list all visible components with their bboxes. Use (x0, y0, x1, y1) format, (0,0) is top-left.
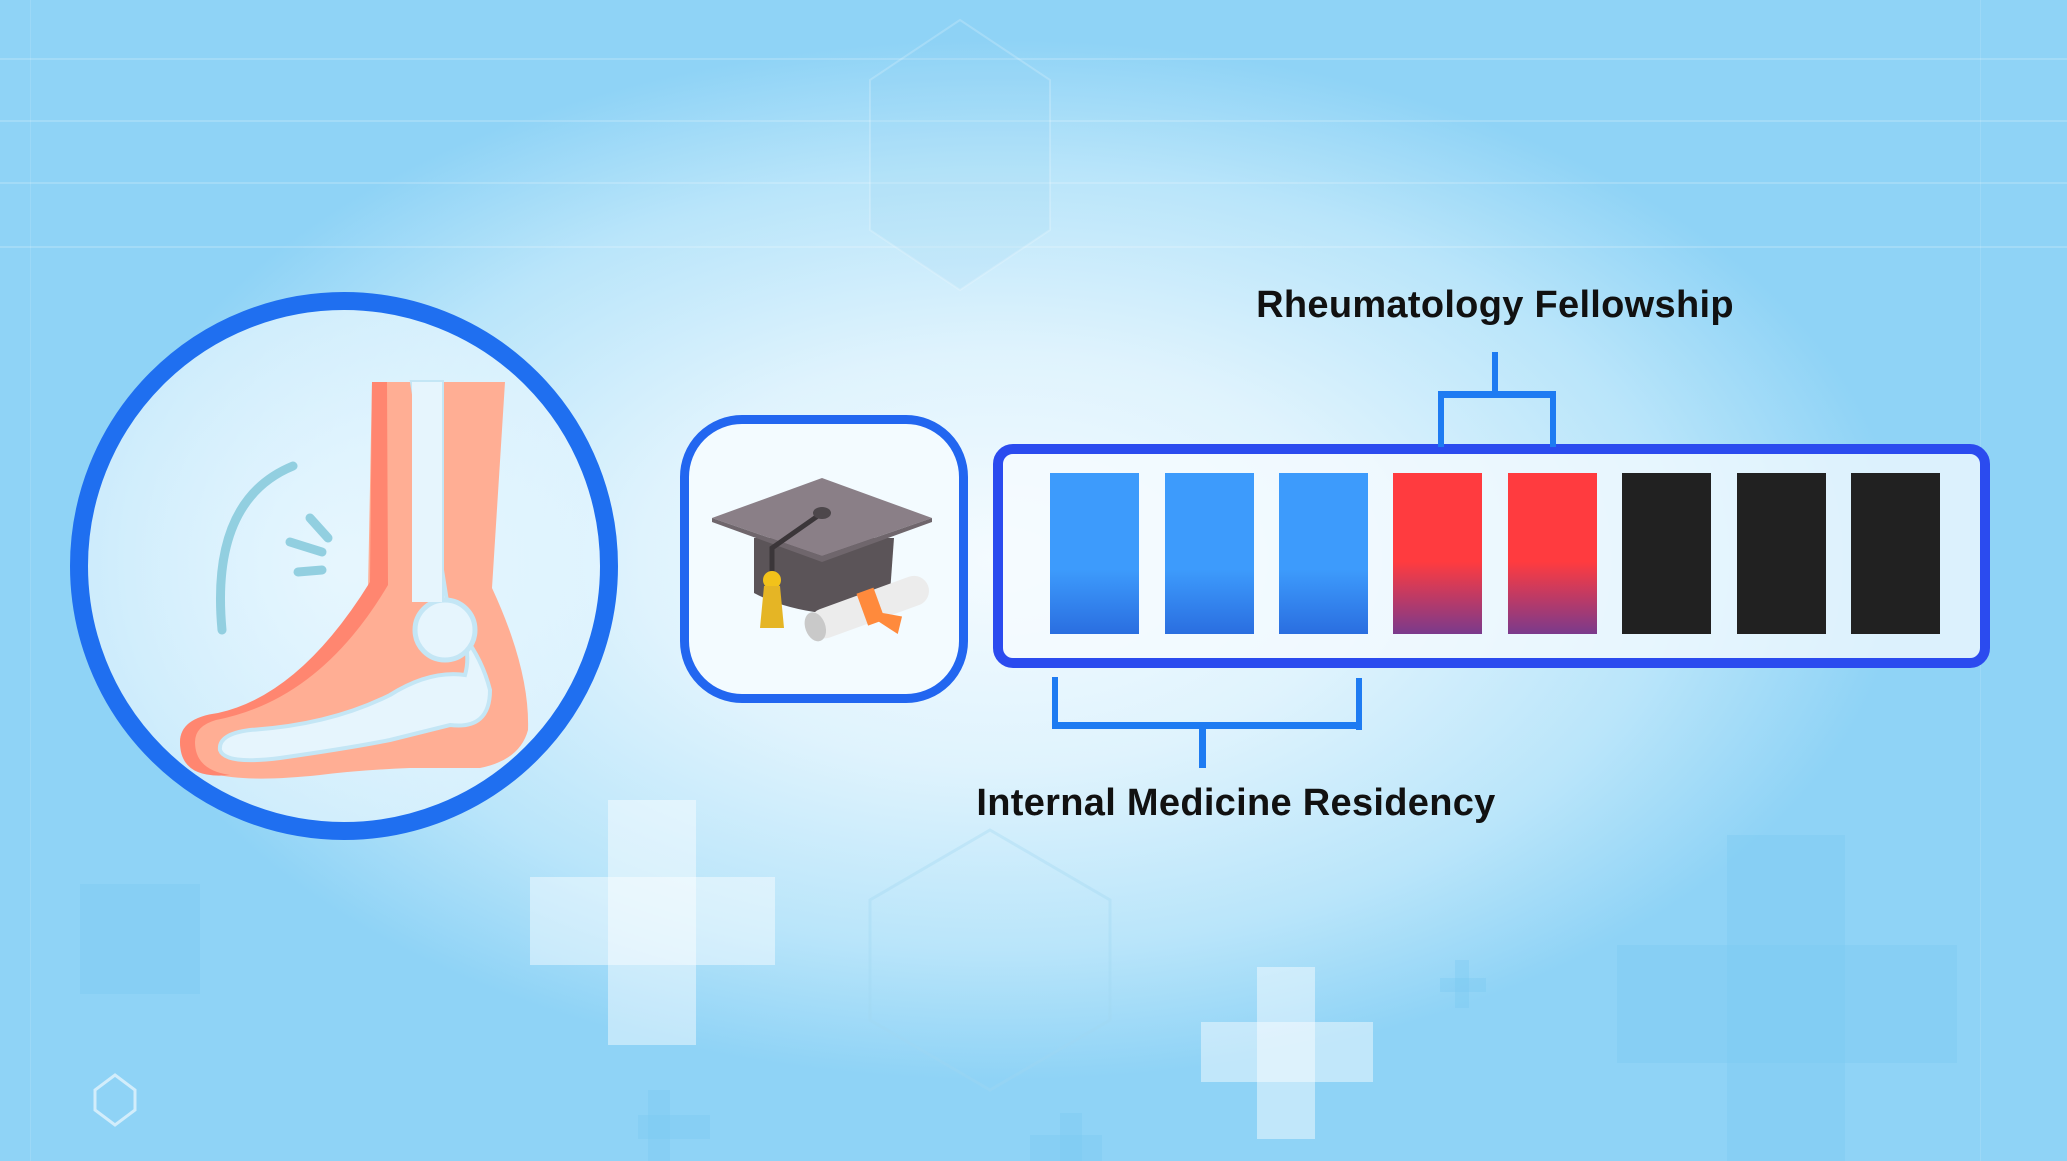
fellowship-bracket-right (1550, 391, 1556, 447)
fellowship-bracket-left (1438, 391, 1444, 447)
residency-bracket-left (1052, 677, 1058, 729)
grid-line (0, 120, 2067, 122)
timeline-segment-fellowship (1393, 473, 1482, 634)
timeline-segment-remaining (1737, 473, 1826, 634)
residency-bracket-right (1356, 678, 1362, 730)
cross-decoration (1201, 1022, 1373, 1082)
residency-bracket-stem (1199, 726, 1206, 768)
cross-decoration (1455, 960, 1469, 1008)
cross-decoration (1257, 967, 1315, 1139)
residency-label: Internal Medicine Residency (976, 782, 1496, 824)
grid-line (30, 0, 31, 1161)
cross-decoration (1060, 1113, 1082, 1161)
grid-line (0, 246, 2067, 248)
timeline-segment-fellowship (1508, 473, 1597, 634)
square-decoration (80, 884, 200, 994)
graduation-cap-diploma-icon (712, 478, 932, 642)
fellowship-bracket-bar (1438, 391, 1556, 398)
cross-decoration (648, 1090, 670, 1161)
timeline-segment-residency (1165, 473, 1254, 634)
cross-decoration (1440, 978, 1486, 992)
grid-line (0, 182, 2067, 184)
timeline-segment-remaining (1851, 473, 1940, 634)
cross-decoration (1030, 1135, 1102, 1161)
fellowship-label: Rheumatology Fellowship (1256, 284, 1734, 326)
cross-decoration (1617, 945, 1957, 1063)
cross-decoration (608, 800, 696, 1045)
training-timeline-frame (993, 444, 1990, 668)
timeline-segment-residency (1050, 473, 1139, 634)
cross-decoration (530, 877, 775, 965)
fellowship-bracket-stem (1492, 352, 1498, 394)
cross-decoration (1727, 835, 1845, 1161)
cross-decoration (638, 1115, 710, 1139)
residency-bracket-bar (1052, 722, 1362, 729)
grid-line (0, 58, 2067, 60)
timeline-segment-residency (1279, 473, 1368, 634)
foot-ankle-pain-icon (180, 380, 529, 779)
timeline-segment-remaining (1622, 473, 1711, 634)
